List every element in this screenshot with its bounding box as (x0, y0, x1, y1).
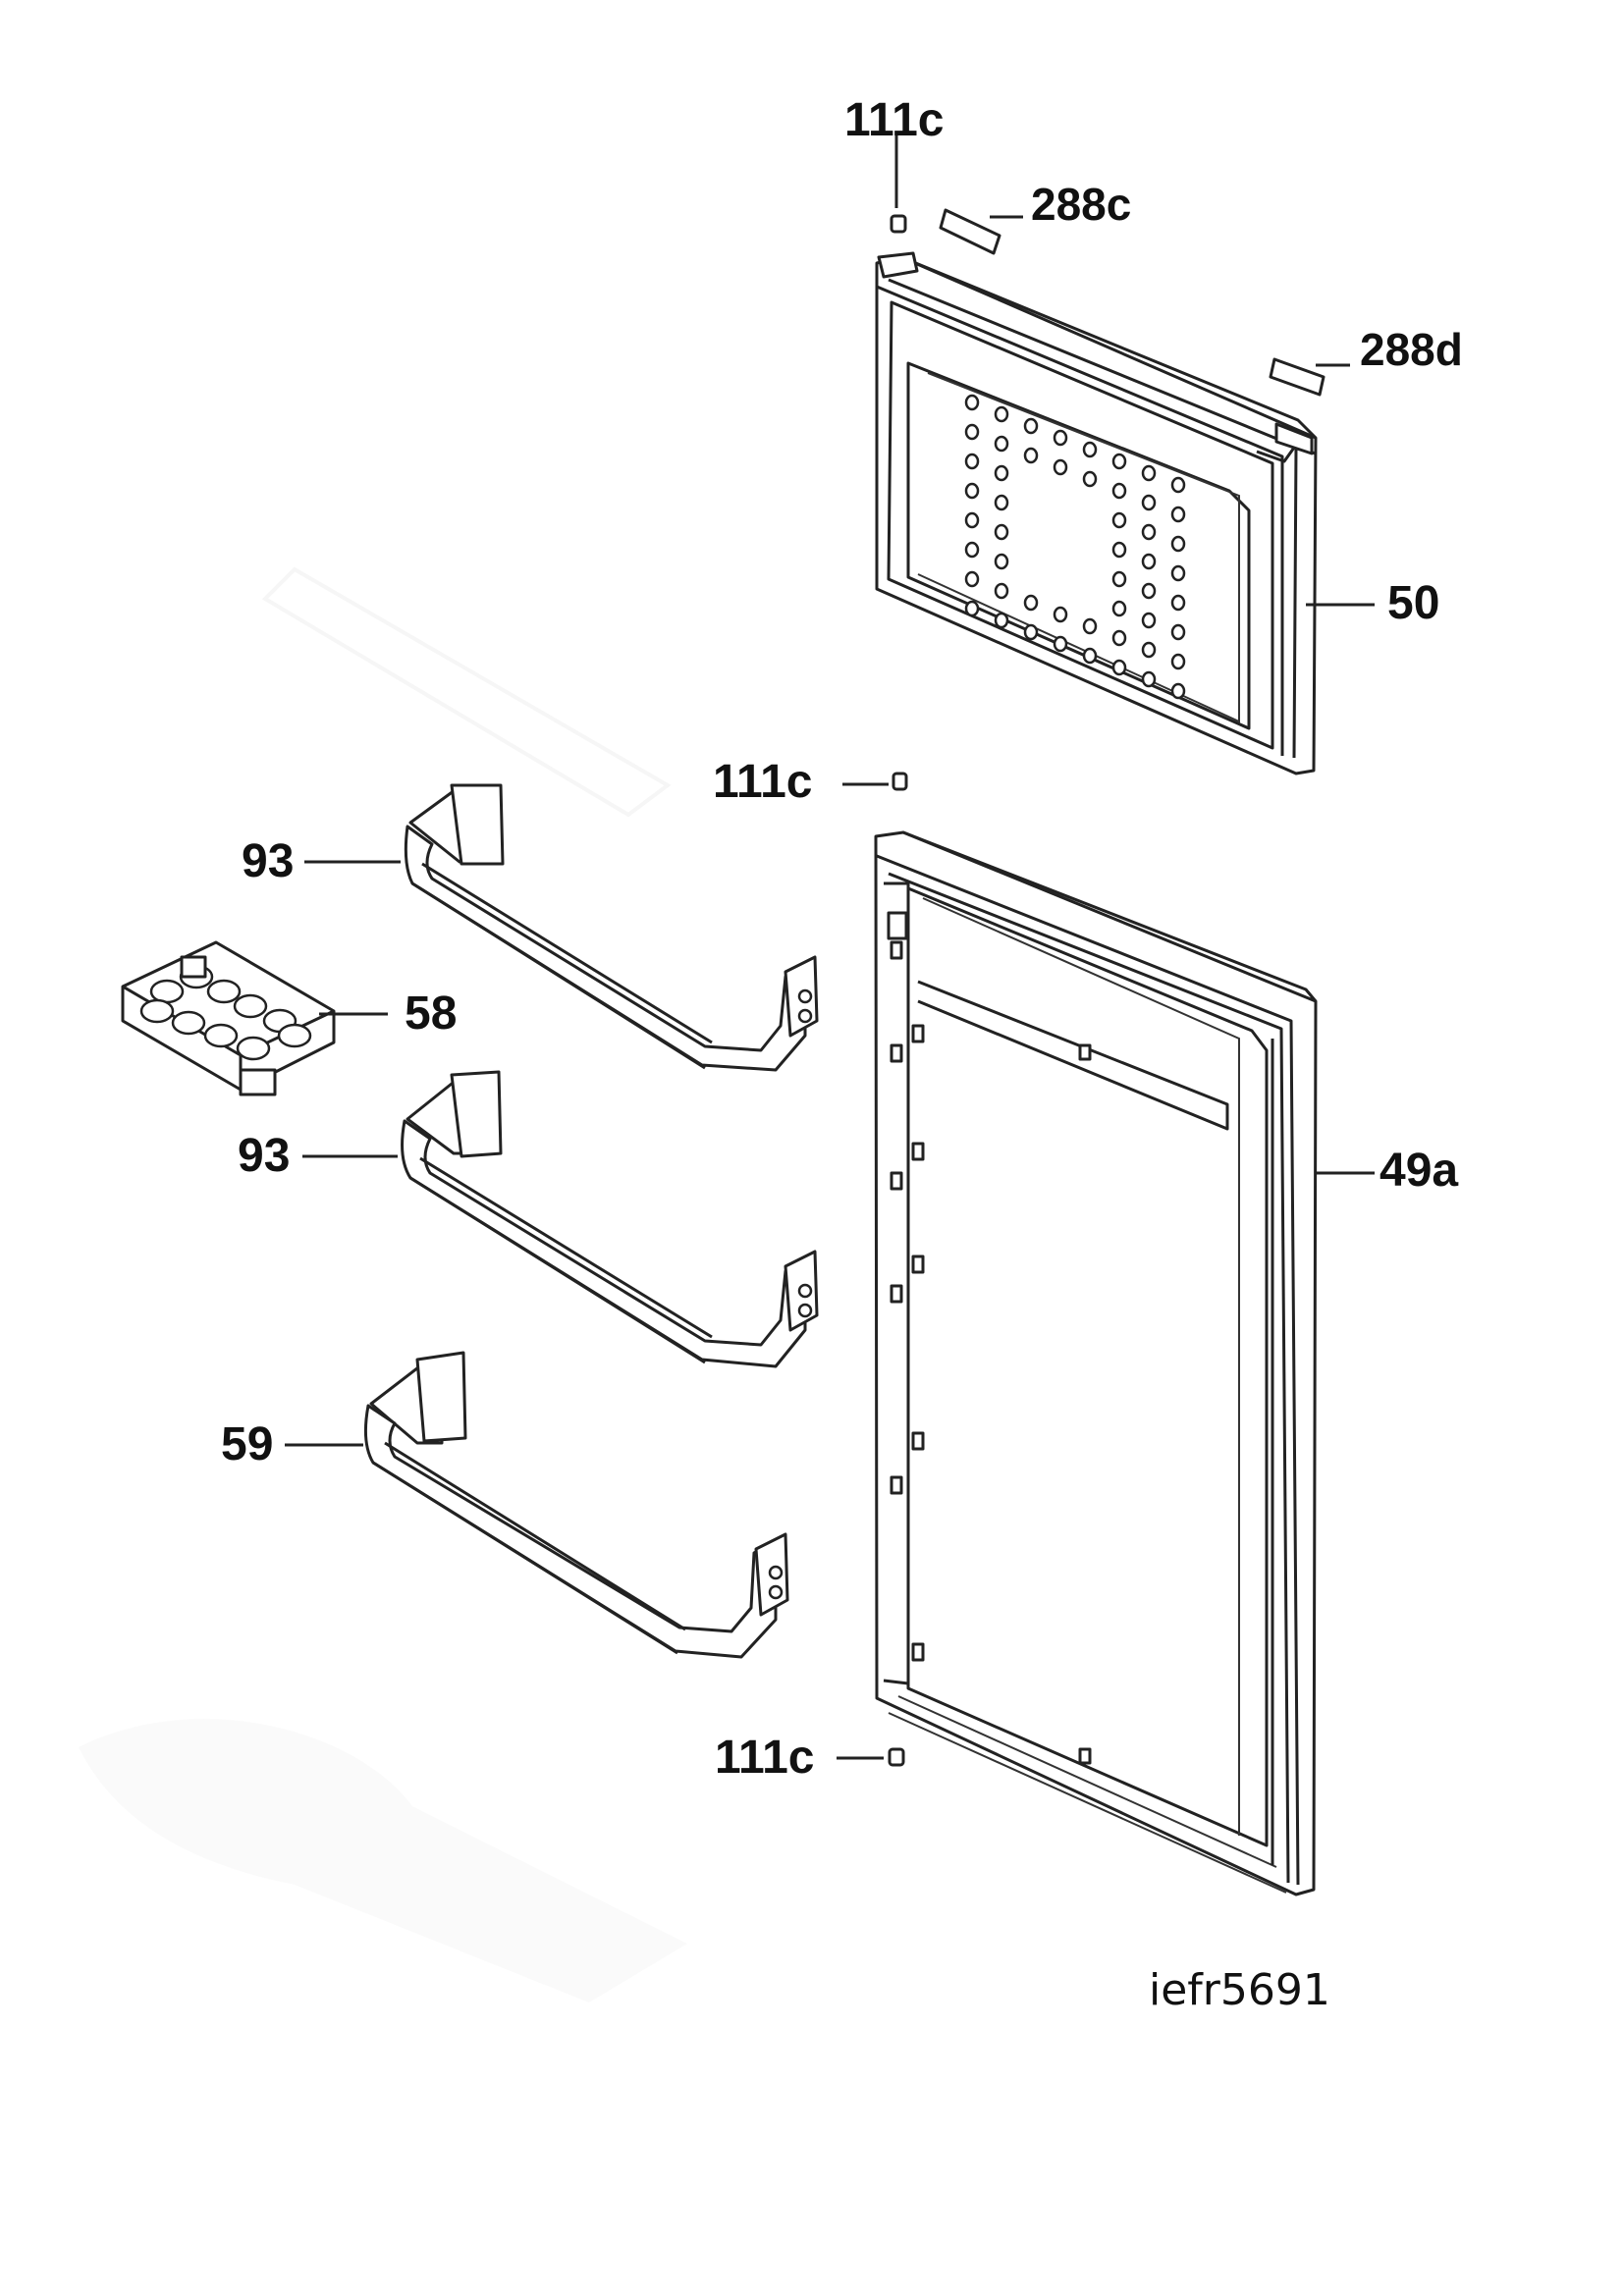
dimple (1141, 494, 1157, 511)
label-egg-tray: 58 (405, 988, 457, 1040)
label-freezer-door: 50 (1387, 577, 1439, 629)
label-screw-top: 111c (844, 94, 944, 146)
hinge-slot (890, 1475, 903, 1495)
dimple (1170, 653, 1186, 670)
dimple (964, 423, 980, 441)
label-288d: 288d (1360, 324, 1463, 375)
dimple (994, 405, 1009, 423)
hinge-slot (890, 1043, 903, 1063)
label-288c: 288c (1031, 179, 1131, 230)
label-fridge-door: 49a (1380, 1145, 1458, 1197)
dimple (1111, 659, 1127, 676)
hinge-slot (911, 1142, 925, 1161)
dimple (994, 464, 1009, 482)
diagram-code: iefr5691 (1149, 1965, 1330, 2015)
hinge-slot (911, 1255, 925, 1274)
dimple (964, 541, 980, 559)
bottle-shelf (363, 1351, 789, 1659)
egg-cup (206, 979, 242, 1004)
hinge-slot (911, 1642, 925, 1662)
dimple (1111, 600, 1127, 617)
dimple (1170, 564, 1186, 582)
dimple (1111, 629, 1127, 647)
dimple (1141, 670, 1157, 688)
dimple (1141, 612, 1157, 629)
label-screw-bottom: 111c (715, 1732, 814, 1784)
dimple (994, 523, 1009, 541)
freezer-door (875, 251, 1318, 775)
dimple (1141, 553, 1157, 570)
dimple (1170, 476, 1186, 494)
dimple (1023, 594, 1039, 612)
dimple (1141, 464, 1157, 482)
dimple (964, 453, 980, 470)
dimple (1170, 682, 1186, 700)
faint-background-ghost (79, 566, 687, 2002)
dimple (1082, 617, 1098, 635)
dimple (1111, 511, 1127, 529)
dimple (994, 553, 1009, 570)
egg-cup (149, 979, 185, 1004)
screw-bottom-part (888, 1747, 905, 1767)
dimple (1053, 429, 1068, 447)
dimple (1082, 647, 1098, 665)
dimple (1082, 470, 1098, 488)
label-plate-288d-part (1269, 357, 1325, 397)
hinge-slot (911, 1024, 925, 1043)
freezer-door-dimples (964, 394, 1186, 700)
egg-cup (236, 1036, 271, 1061)
dimple (1111, 541, 1127, 559)
fridge-door (874, 830, 1318, 1896)
dimple (994, 494, 1009, 511)
dimple (964, 600, 980, 617)
leader-lines (285, 133, 1375, 1760)
dimple (994, 582, 1009, 600)
dimple (1023, 623, 1039, 641)
dimple (1053, 635, 1068, 653)
hinge-slot (890, 1284, 903, 1304)
dimple (1023, 447, 1039, 464)
label-screw-middle: 111c (713, 756, 812, 808)
dimple (1141, 523, 1157, 541)
dimple (994, 612, 1009, 629)
label-shelf-upper: 93 (242, 835, 294, 887)
hinge-slot (911, 1431, 925, 1451)
dimple (1053, 458, 1068, 476)
dimple (1023, 417, 1039, 435)
dimple (1111, 453, 1127, 470)
screw-middle-part (892, 772, 908, 791)
dimple (1111, 482, 1127, 500)
egg-cup (139, 998, 175, 1024)
label-plate-288c-part (939, 208, 1001, 255)
hinge-slot (890, 1171, 903, 1191)
dimple (964, 511, 980, 529)
egg-cup (233, 993, 268, 1019)
dimple (1082, 441, 1098, 458)
door-shelf-upper (404, 783, 819, 1072)
dimple (1141, 582, 1157, 600)
egg-cup (203, 1023, 239, 1048)
dimple (964, 482, 980, 500)
dimple (1170, 535, 1186, 553)
dimple (964, 394, 980, 411)
egg-tray (121, 940, 336, 1096)
egg-cup (171, 1010, 206, 1036)
dimple (1141, 641, 1157, 659)
dimple (1170, 594, 1186, 612)
dimple (994, 435, 1009, 453)
label-bottle-shelf: 59 (221, 1418, 273, 1470)
label-shelf-middle: 93 (238, 1130, 290, 1182)
screw-top-part (890, 214, 907, 234)
egg-cup (277, 1023, 312, 1048)
dimple (1111, 570, 1127, 588)
dimple (1053, 606, 1068, 623)
hinge-slot (890, 940, 903, 960)
dimple (964, 570, 980, 588)
dimple (1170, 506, 1186, 523)
dimple (1170, 623, 1186, 641)
door-shelf-middle (401, 1070, 819, 1368)
